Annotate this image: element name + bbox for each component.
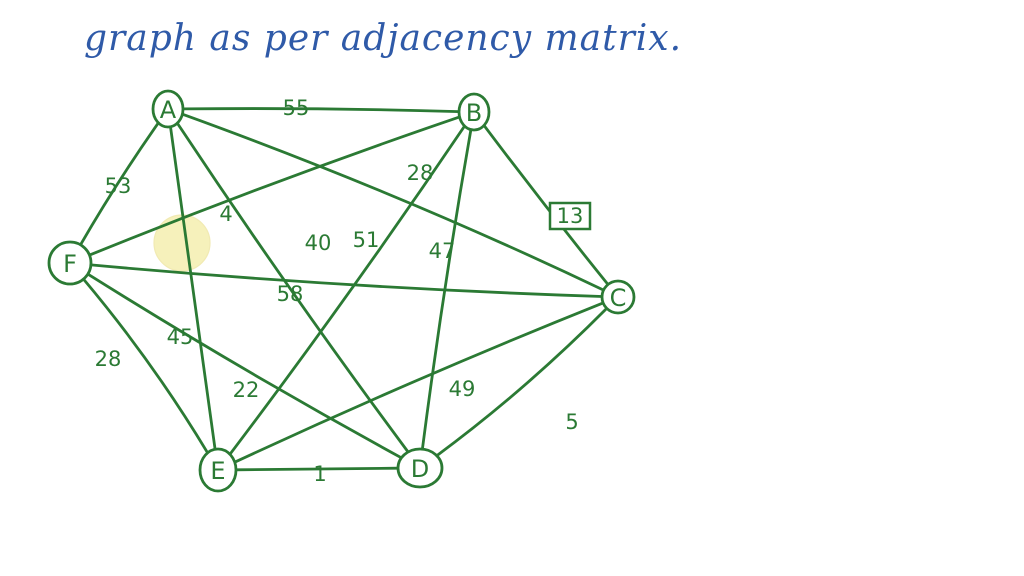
node-label-d: D	[411, 455, 429, 483]
edge-b-f	[88, 115, 461, 257]
node-label-c: C	[610, 284, 627, 312]
edge-c-e	[233, 301, 605, 464]
edge-d-e	[234, 466, 400, 472]
node-circle-e	[198, 447, 238, 493]
edge-d-f	[86, 272, 403, 460]
node-f: F	[47, 240, 93, 286]
node-a: A	[151, 89, 185, 129]
edge-b-c	[482, 124, 610, 286]
edge-weight-a-c: 28	[407, 161, 434, 185]
node-circle-d	[396, 447, 444, 489]
edge-a-b	[181, 107, 461, 113]
edge-e-f	[82, 277, 209, 455]
node-circle-b	[457, 92, 491, 132]
node-circle-c	[600, 279, 636, 315]
node-b: B	[457, 92, 491, 132]
node-e: E	[198, 447, 238, 493]
edge-weight-c-f: 58	[277, 282, 304, 306]
edges-layer	[79, 107, 610, 472]
edge-weight-a-f: 53	[105, 174, 132, 198]
edge-c-f	[89, 263, 604, 298]
edge-weight-b-d: 47	[429, 239, 456, 263]
node-label-b: B	[466, 99, 482, 127]
node-label-f: F	[63, 250, 77, 278]
node-label-a: A	[160, 96, 177, 124]
edge-weight-b-c: 13	[557, 204, 584, 228]
edge-weight-a-e: 45	[167, 325, 194, 349]
edge-weight-c-e: 49	[449, 377, 476, 401]
weight-box-b-c	[548, 201, 592, 231]
edge-a-c	[181, 112, 605, 292]
edge-weight-b-f: 4	[219, 202, 232, 226]
pointer-highlight	[153, 214, 211, 272]
edge-weight-c-d: 5	[565, 410, 578, 434]
node-label-e: E	[210, 457, 225, 485]
edge-a-f	[79, 121, 160, 247]
edge-weight-a-d: 40	[305, 231, 332, 255]
edge-weight-a-b: 55	[283, 96, 310, 120]
edge-a-e	[169, 125, 217, 451]
edge-b-e	[228, 124, 466, 456]
edge-weight-b-e: 51	[353, 228, 380, 252]
edge-a-d	[175, 121, 410, 454]
edge-weight-e-f: 28	[95, 347, 122, 371]
edge-weight-d-f: 22	[233, 378, 260, 402]
node-c: C	[600, 279, 636, 315]
edge-weight-d-e: 1	[313, 462, 326, 486]
node-circle-f	[47, 240, 93, 286]
nodes-layer: A B C D E F	[47, 89, 636, 493]
diagram-title: graph as per adjacency matrix.	[84, 18, 683, 59]
node-circle-a	[151, 89, 185, 129]
edge-c-d	[435, 307, 609, 458]
node-d: D	[396, 447, 444, 489]
